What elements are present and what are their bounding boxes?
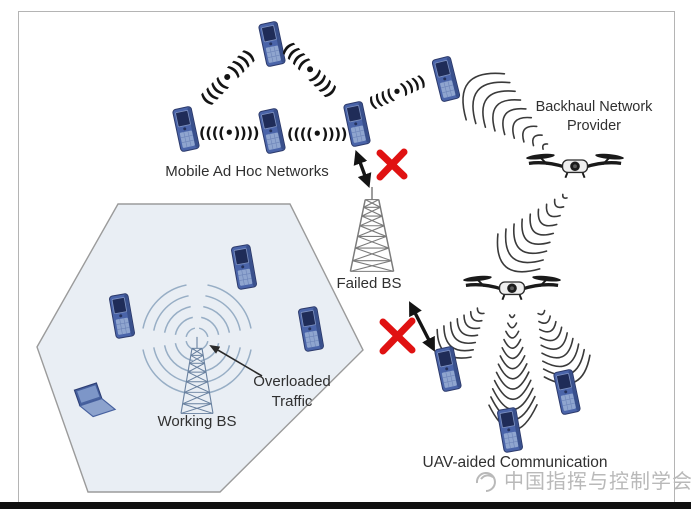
mobile-phone-icon	[257, 107, 287, 155]
label-backhaul-line2: Provider	[566, 117, 621, 134]
bidirectional-arrow-icon	[409, 301, 435, 352]
label-overloaded-line1: Overloaded	[253, 373, 331, 390]
bottom-bar	[0, 502, 691, 509]
adhoc-signal-icon: ((((•))))	[199, 124, 259, 142]
label-overloaded-traffic: Overloaded Traffic	[253, 372, 331, 411]
laptop-icon	[73, 382, 117, 418]
overloaded-traffic-arrow-icon	[209, 344, 263, 377]
failed-link-x-icon	[379, 317, 416, 355]
mobile-phone-icon	[431, 55, 461, 103]
wireless-beam-icon	[436, 72, 591, 431]
mobile-phone-icon	[342, 100, 372, 148]
label-working-bs: Working BS	[157, 413, 237, 430]
mobile-phone-icon	[433, 345, 463, 393]
failed-bs-tower-icon	[349, 186, 395, 272]
mobile-phone-icon	[496, 406, 524, 454]
label-overloaded-line2: Traffic	[271, 392, 313, 410]
mobile-phone-icon	[257, 20, 287, 68]
watermark: 中国指挥与控制学会	[473, 465, 691, 494]
watermark-text: 中国指挥与控制学会	[504, 471, 691, 493]
bidirectional-arrow-icon	[353, 149, 372, 189]
label-uav-aided: UAV-aided Communication	[422, 454, 608, 471]
mobile-phone-icon	[552, 368, 582, 416]
relay-drone-icon	[461, 272, 563, 302]
mobile-phone-icon	[171, 105, 201, 153]
working-bs-tower-icon	[180, 336, 214, 414]
label-backhaul-provider: Backhaul Network Provider	[536, 98, 653, 136]
label-failed-bs: Failed BS	[336, 275, 402, 292]
label-backhaul-line1: Backhaul Network	[535, 99, 653, 115]
cicc-logo-icon	[475, 471, 496, 492]
label-mobile-adhoc: Mobile Ad Hoc Networks	[165, 163, 329, 180]
failed-link-x-icon	[376, 148, 408, 181]
backhaul-drone-icon	[524, 150, 626, 180]
adhoc-signal-icon: ((((•))))	[287, 125, 347, 143]
